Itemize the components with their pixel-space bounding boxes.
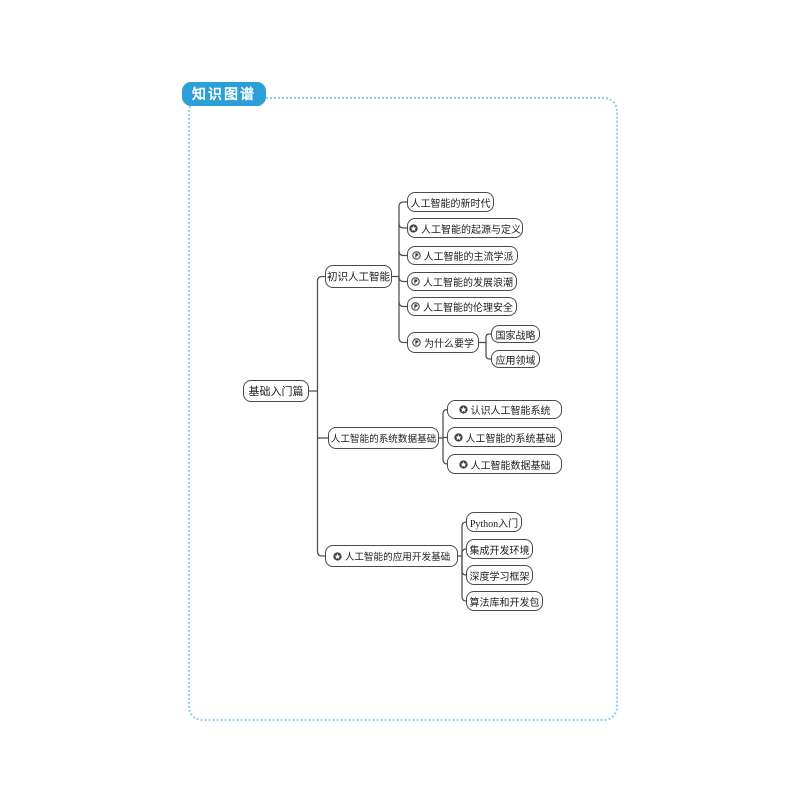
node-ide: 集成开发环境 <box>466 539 533 559</box>
node-algo-libs: 算法库和开发包 <box>466 591 543 611</box>
star-circle-icon <box>409 223 418 233</box>
node-label: Python入门 <box>469 518 519 530</box>
node-python-intro: Python入门 <box>466 512 522 532</box>
node-origin-definition: 人工智能的起源与定义 <box>407 218 523 238</box>
flag-circle-icon <box>411 251 421 260</box>
flag-circle-icon <box>412 338 421 347</box>
node-mainstream-schools: 人工智能的主流学派 <box>407 246 518 265</box>
dotted-frame <box>188 97 618 721</box>
node-label: 人工智能的主流学派 <box>423 252 514 263</box>
node-label: 人工智能的系统数据基础 <box>330 434 437 445</box>
node-label: 基础入门篇 <box>248 386 304 398</box>
node-ai-system-foundation: 人工智能的系统基础 <box>447 427 562 447</box>
node-ai-data-foundation: 人工智能数据基础 <box>447 454 562 474</box>
star-circle-icon <box>333 551 342 561</box>
node-ethics-safety: 人工智能的伦理安全 <box>407 297 517 316</box>
node-label: 为什么要学 <box>424 339 474 350</box>
node-label: 人工智能的伦理安全 <box>423 303 513 314</box>
node-label: 人工智能的新时代 <box>410 198 491 210</box>
node-new-era: 人工智能的新时代 <box>407 192 494 212</box>
node-label: 国家战略 <box>495 330 536 342</box>
node-label: 人工智能的起源与定义 <box>421 224 521 236</box>
node-branch-system-data: 人工智能的系统数据基础 <box>328 427 439 449</box>
node-label: 算法库和开发包 <box>469 597 540 609</box>
star-circle-icon <box>458 459 468 469</box>
node-root: 基础入门篇 <box>243 380 309 402</box>
node-national-strategy: 国家战略 <box>491 325 540 343</box>
node-development-waves: 人工智能的发展浪潮 <box>407 272 517 291</box>
node-label: 初识人工智能 <box>327 272 390 283</box>
node-branch-intro-ai: 初识人工智能 <box>325 265 392 288</box>
star-circle-icon <box>458 405 468 414</box>
node-label: 认识人工智能系统 <box>470 406 551 417</box>
node-label: 集成开发环境 <box>469 545 530 557</box>
flag-circle-icon <box>411 302 420 311</box>
node-label: 深度学习框架 <box>469 571 530 583</box>
node-understand-ai-systems: 认识人工智能系统 <box>447 400 562 419</box>
node-label: 人工智能的发展浪潮 <box>423 278 513 289</box>
node-label: 人工智能数据基础 <box>470 460 551 472</box>
node-dl-framework: 深度学习框架 <box>466 565 533 585</box>
node-why-learn: 为什么要学 <box>407 332 479 353</box>
flag-circle-icon <box>411 277 420 286</box>
section-badge: 知识图谱 <box>182 82 266 106</box>
section-badge-label: 知识图谱 <box>192 86 256 102</box>
node-application-fields: 应用领域 <box>491 350 540 368</box>
node-label: 人工智能的应用开发基础 <box>344 552 451 563</box>
node-branch-app-dev: 人工智能的应用开发基础 <box>325 545 458 567</box>
node-label: 应用领域 <box>495 355 536 367</box>
star-circle-icon <box>453 432 463 442</box>
node-label: 人工智能的系统基础 <box>465 433 556 445</box>
